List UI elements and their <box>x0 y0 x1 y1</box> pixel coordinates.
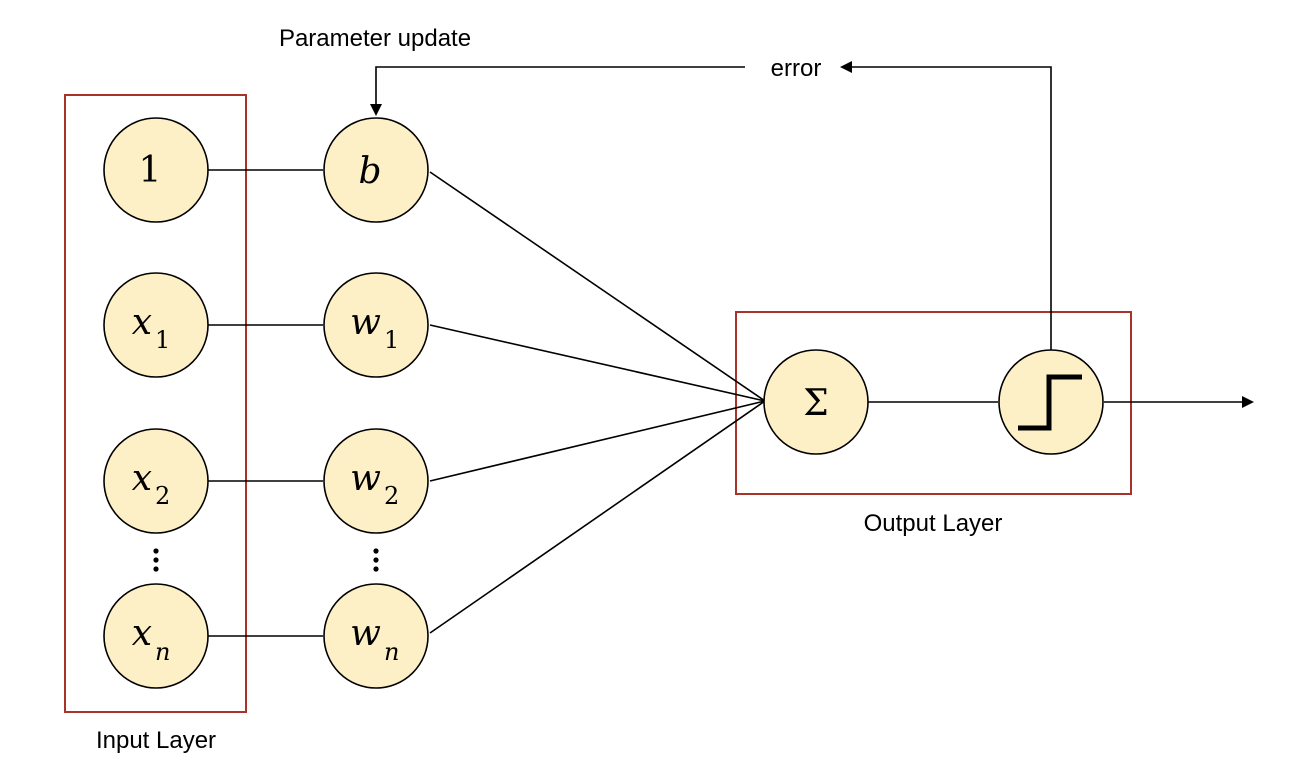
error-label: error <box>771 55 822 82</box>
weight-node-w1-sub: 1 <box>384 326 399 354</box>
parameter-update-arrow <box>370 66 745 116</box>
output-layer-label: Output Layer <box>864 510 1003 537</box>
connector-w2-sum <box>429 400 766 482</box>
input-layer-box <box>64 94 247 713</box>
input-node-x1-base: x <box>132 302 152 343</box>
parameter-update-label: Parameter update <box>279 25 471 52</box>
weight-node-w2-base: w <box>350 458 381 499</box>
sum-node: Σ <box>763 349 869 455</box>
output-layer-box <box>735 311 1132 495</box>
weight-node-b: b <box>323 117 429 223</box>
input-node-xn-sub: n <box>155 638 170 666</box>
weight-node-w1-base: w <box>350 302 381 343</box>
input-node-x1: x 1 <box>103 272 209 378</box>
connector-w1-sum <box>429 324 766 402</box>
connector-wn-sum <box>429 400 766 634</box>
weight-node-b-label: b <box>358 151 381 192</box>
connector-b-sum <box>429 171 766 402</box>
step-activation-node <box>998 349 1104 455</box>
input-layer-label: Input Layer <box>96 727 216 754</box>
sum-symbol: Σ <box>803 383 828 424</box>
input-ellipsis-dots <box>153 548 159 572</box>
input-node-xn: x n <box>103 583 209 689</box>
error-feedback-line <box>840 61 1052 350</box>
input-node-x2-base: x <box>132 458 152 499</box>
weight-node-w2: w 2 <box>323 428 429 534</box>
input-node-x2-sub: 2 <box>155 482 170 510</box>
input-node-xn-base: x <box>132 613 152 654</box>
weight-node-wn-base: w <box>350 613 381 654</box>
input-node-x1-sub: 1 <box>155 326 170 354</box>
weight-node-wn-sub: n <box>384 638 399 666</box>
weight-ellipsis-dots <box>373 548 379 572</box>
input-node-bias: 1 <box>103 117 209 223</box>
input-node-x2: x 2 <box>103 428 209 534</box>
weight-node-w2-sub: 2 <box>384 482 399 510</box>
weight-node-wn: w n <box>323 583 429 689</box>
step-function-icon <box>1018 374 1082 431</box>
weight-node-w1: w 1 <box>323 272 429 378</box>
input-node-bias-label: 1 <box>139 150 162 191</box>
